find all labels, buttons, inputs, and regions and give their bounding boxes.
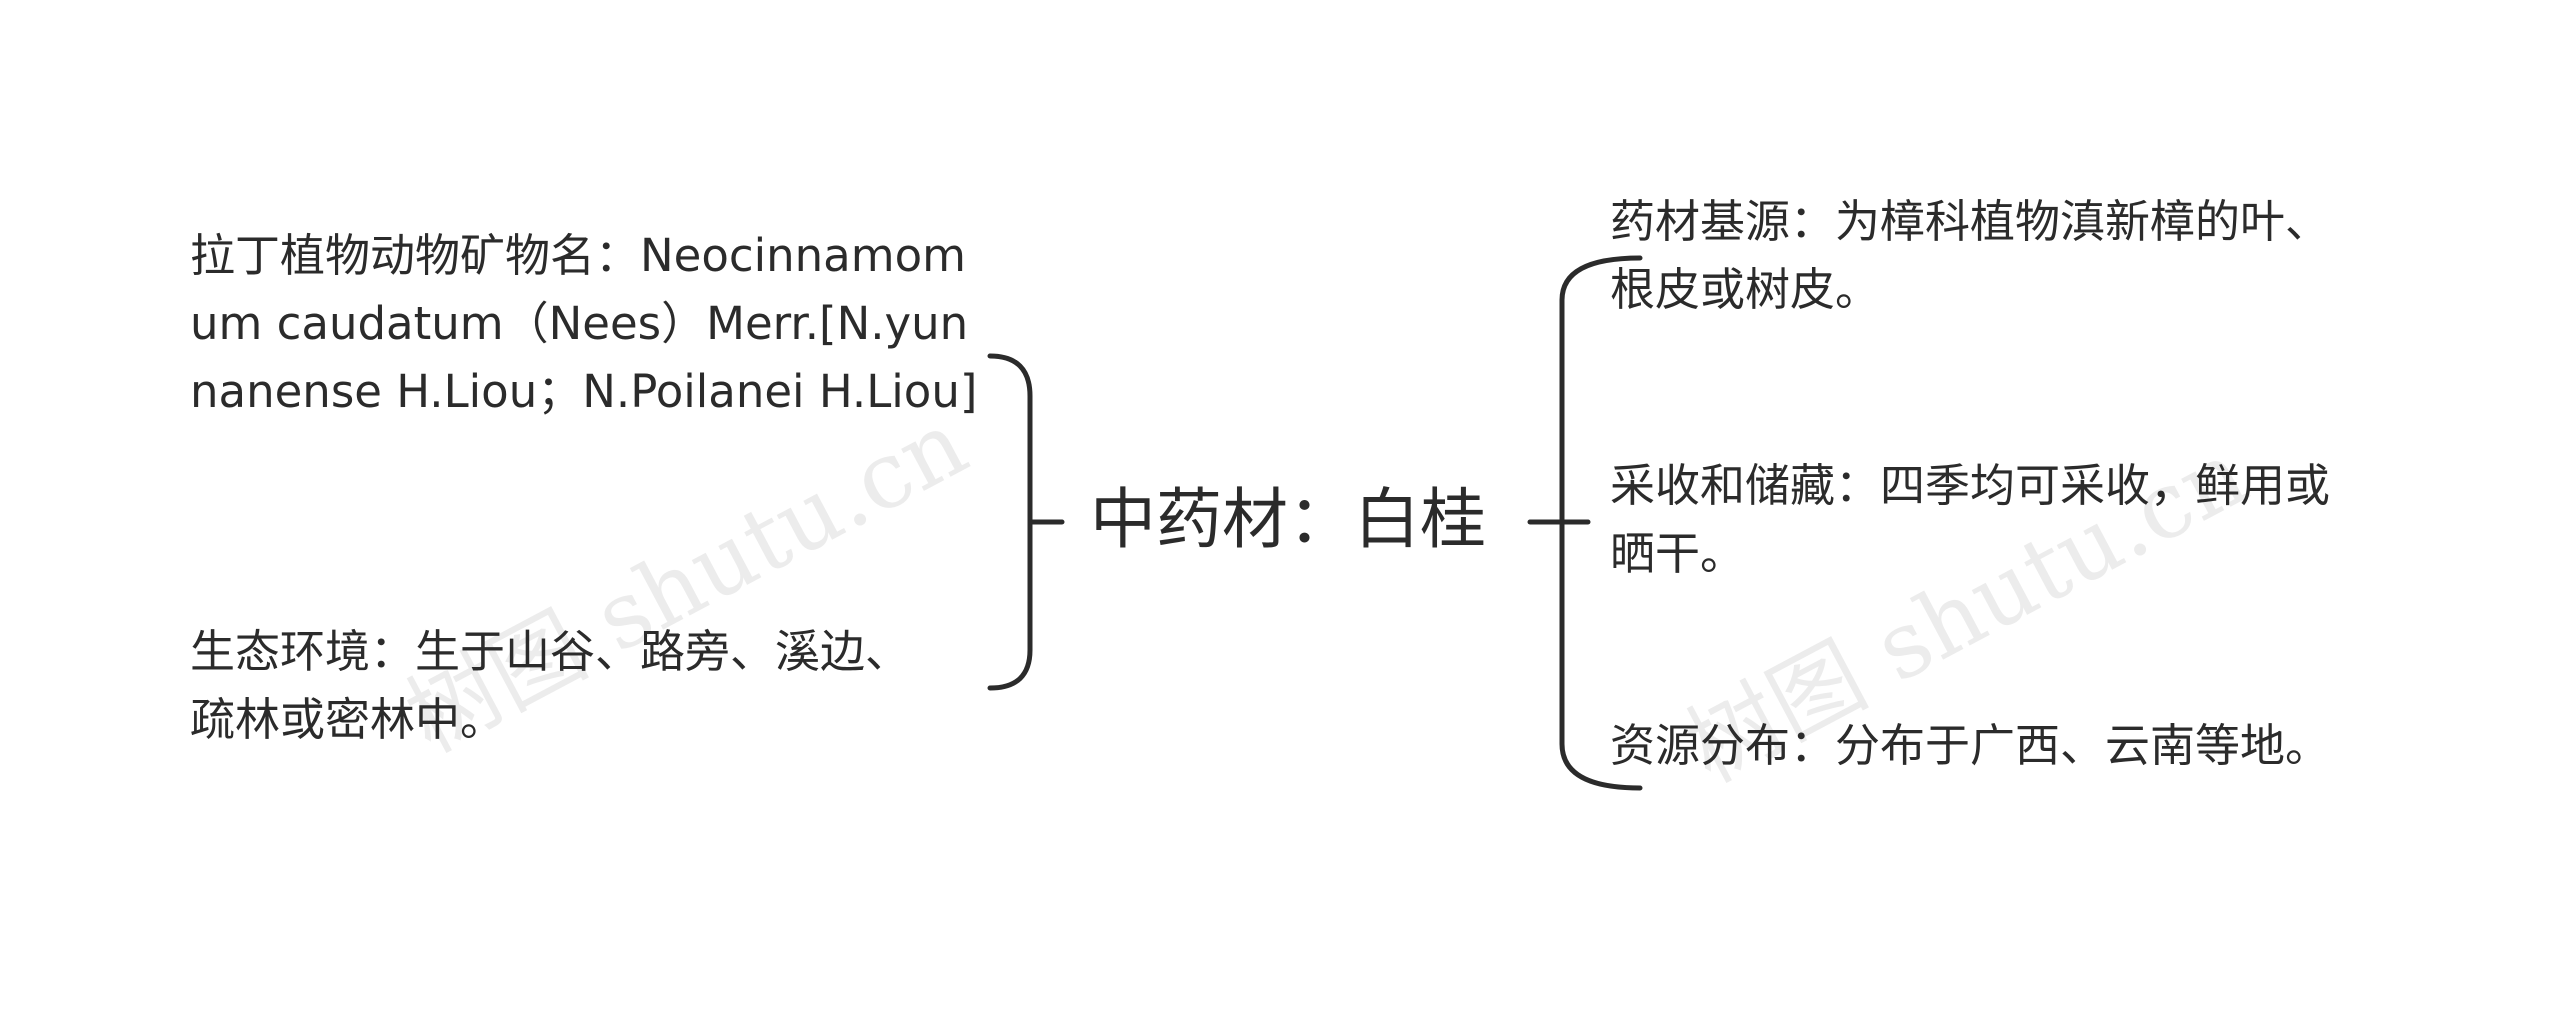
topic-harvest-storage[interactable]: 采收和储藏：四季均可采收，鲜用或晒干。 bbox=[1610, 459, 2331, 580]
topic-latin-name[interactable]: 拉丁植物动物矿物名：Neocinnamomum caudatum（Nees）Me… bbox=[190, 229, 978, 418]
topic-habitat[interactable]: 生态环境：生于山谷、路旁、溪边、疏林或密林中。 bbox=[190, 625, 911, 746]
central-topic[interactable]: 中药材：白桂 bbox=[1090, 481, 1486, 558]
topic-source[interactable]: 药材基源：为樟科植物滇新樟的叶、根皮或树皮。 bbox=[1610, 195, 2331, 316]
right-bracket bbox=[1559, 255, 1643, 791]
topic-distribution[interactable]: 资源分布：分布于广西、云南等地。 bbox=[1610, 719, 2331, 772]
left-bracket bbox=[987, 353, 1033, 691]
